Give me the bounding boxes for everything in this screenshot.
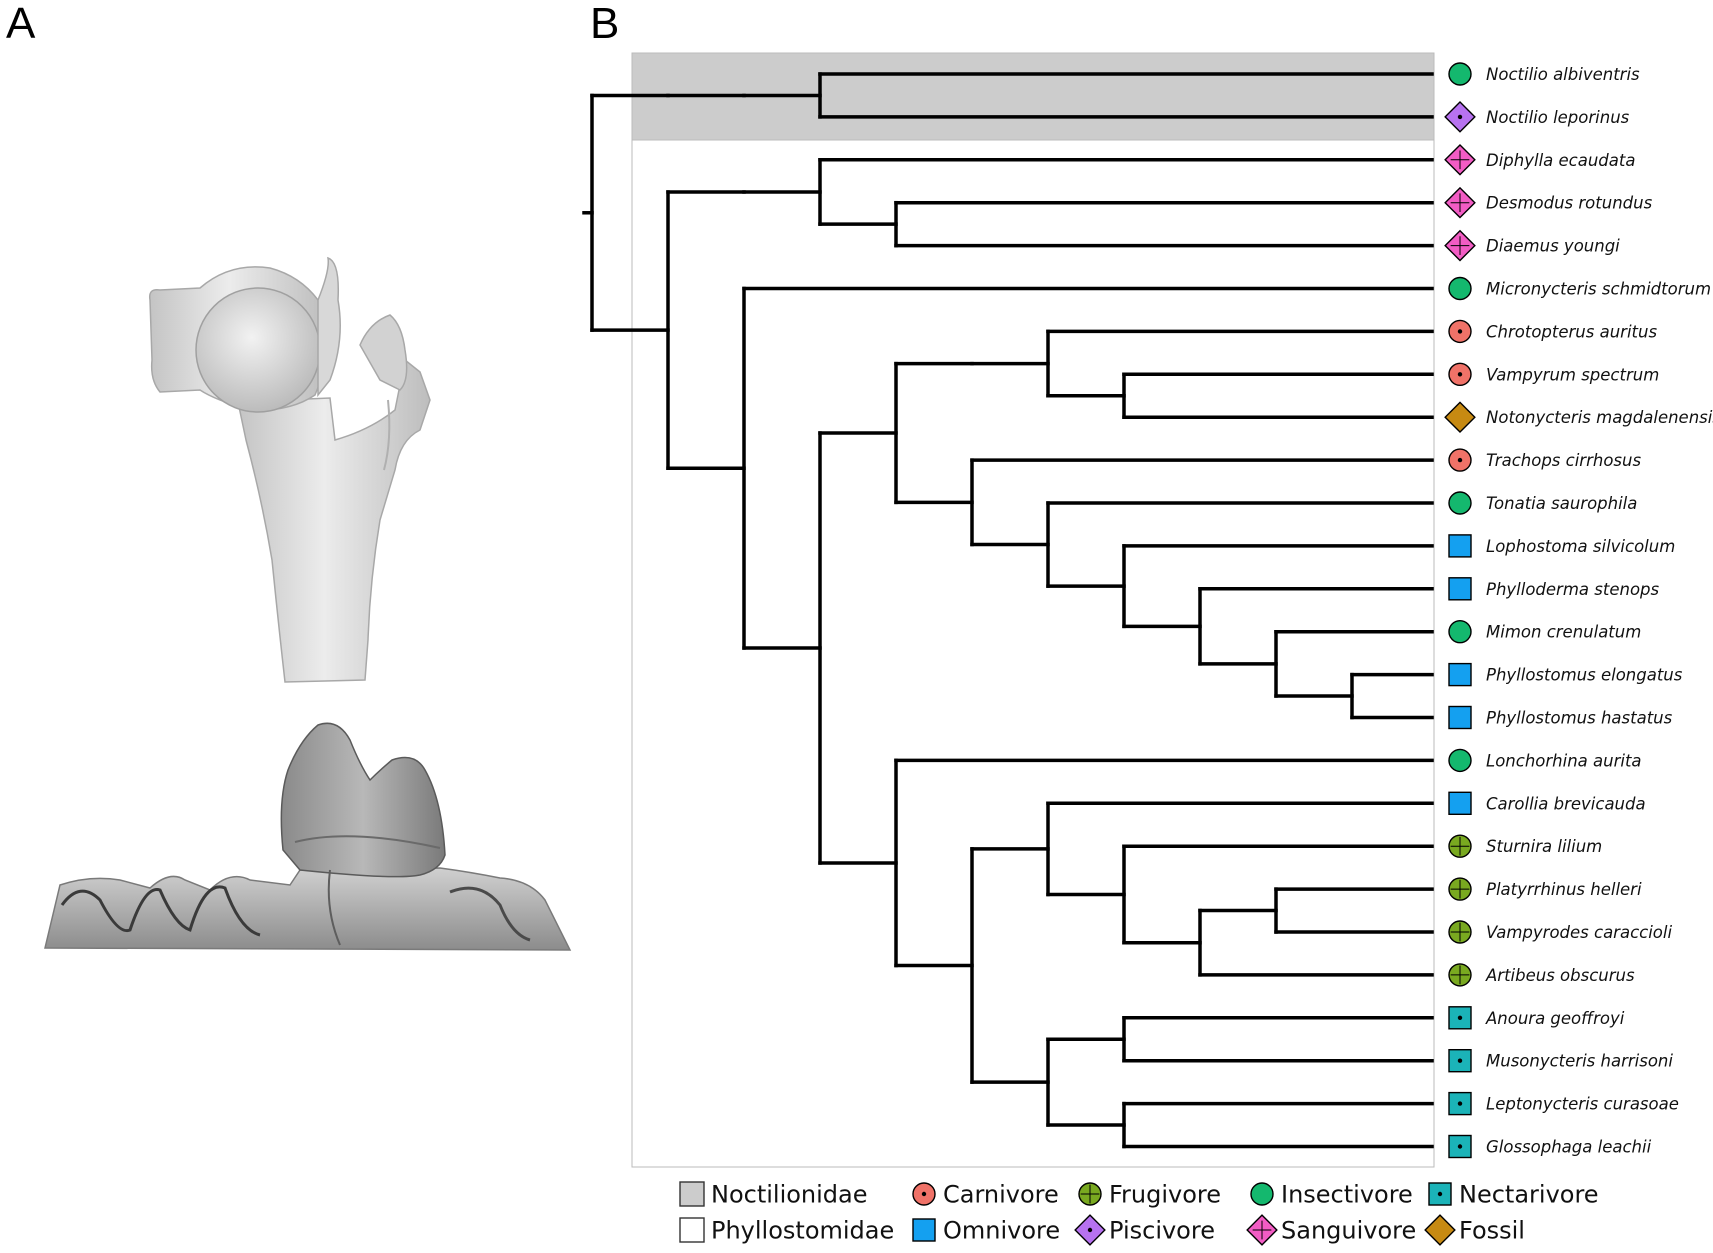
frugivore-marker-icon xyxy=(1448,877,1472,901)
insectivore-marker-icon xyxy=(1448,491,1472,515)
taxon-label-trachops-cirrhosus: Trachops cirrhosus xyxy=(1486,451,1641,470)
nectarivore-marker-icon xyxy=(1448,1048,1472,1073)
taxon-label-mimon-crenulatum: Mimon crenulatum xyxy=(1486,623,1641,642)
taxon-label-phyllostomus-elongatus: Phyllostomus elongatus xyxy=(1486,666,1683,685)
sanguivore-marker-icon xyxy=(1246,1214,1278,1246)
legend-label-sanguivore: Sanguivore xyxy=(1281,1217,1416,1245)
legend-label-frugivore: Frugivore xyxy=(1109,1181,1221,1209)
taxon-label-desmodus-rotundus: Desmodus rotundus xyxy=(1486,194,1653,213)
omnivore-marker-icon xyxy=(912,1218,936,1242)
frugivore-marker-icon xyxy=(1448,963,1472,987)
legend-label-fossil: Fossil xyxy=(1459,1217,1525,1245)
taxon-label-musonycteris-harrisoni: Musonycteris harrisoni xyxy=(1486,1052,1673,1071)
taxon-label-phyllostomus-hastatus: Phyllostomus hastatus xyxy=(1486,709,1673,728)
legend-label-noctilionidae: Noctilionidae xyxy=(711,1181,868,1209)
taxon-label-lophostoma-silvicolum: Lophostoma silvicolum xyxy=(1486,537,1675,556)
omnivore-marker-icon xyxy=(1448,534,1472,558)
taxon-label-vampyrodes-caraccioli: Vampyrodes caraccioli xyxy=(1486,923,1672,942)
omnivore-marker-icon xyxy=(1448,662,1472,687)
sanguivore-marker-icon xyxy=(1444,143,1476,176)
phylogenetic-tree xyxy=(582,72,1434,1149)
insectivore-marker-icon xyxy=(1448,276,1472,301)
taxon-label-noctilio-albiventris: Noctilio albiventris xyxy=(1486,65,1640,84)
taxon-label-chrotopterus-auritus: Chrotopterus auritus xyxy=(1486,322,1657,341)
taxon-label-anoura-geoffroyi: Anoura geoffroyi xyxy=(1485,1009,1625,1028)
piscivore-marker-icon xyxy=(1074,1214,1106,1246)
panel-label-b: B xyxy=(590,0,620,48)
nectarivore-marker-icon xyxy=(1448,1091,1472,1116)
insectivore-marker-icon xyxy=(1250,1182,1274,1206)
taxon-label-noctilio-leporinus: Noctilio leporinus xyxy=(1486,108,1630,127)
legend-item-sanguivore: Sanguivore xyxy=(1246,1214,1416,1246)
legend-label-insectivore: Insectivore xyxy=(1281,1181,1413,1209)
taxon-label-platyrrhinus-helleri: Platyrrhinus helleri xyxy=(1486,880,1642,899)
taxon-label-vampyrum-spectrum: Vampyrum spectrum xyxy=(1486,365,1659,384)
nectarivore-marker-icon xyxy=(1448,1134,1472,1159)
phyllostomidae-clade-box xyxy=(631,139,1435,1168)
legend-item-insectivore: Insectivore xyxy=(1250,1181,1413,1209)
carnivore-marker-icon xyxy=(1448,362,1472,386)
legend-item-nectarivore: Nectarivore xyxy=(1428,1181,1599,1209)
insectivore-marker-icon xyxy=(1448,748,1472,773)
omnivore-marker-icon xyxy=(1448,577,1472,601)
legend-label-nectarivore: Nectarivore xyxy=(1459,1181,1599,1209)
fossil-marker-icon xyxy=(1424,1214,1456,1246)
taxon-label-leptonycteris-curasoae: Leptonycteris curasoae xyxy=(1486,1095,1679,1114)
legend-label-carnivore: Carnivore xyxy=(943,1181,1059,1209)
omnivore-marker-icon xyxy=(1448,791,1472,815)
taxon-label-carollia-brevicauda: Carollia brevicauda xyxy=(1486,794,1646,813)
taxon-label-diphylla-ecaudata: Diphylla ecaudata xyxy=(1486,151,1635,170)
panel-label-a: A xyxy=(6,0,36,48)
legend-label-phyllostomidae: Phyllostomidae xyxy=(711,1217,894,1245)
legend-item-frugivore: Frugivore xyxy=(1078,1181,1221,1209)
carnivore-marker-icon xyxy=(1448,319,1472,344)
legend-label-omnivore: Omnivore xyxy=(943,1217,1060,1245)
frugivore-marker-icon xyxy=(1078,1182,1102,1206)
legend: Noctilionidae Carnivore Frugivore Insectivo… xyxy=(679,1181,1599,1246)
omnivore-marker-icon xyxy=(1448,705,1472,730)
legend-item-piscivore: Piscivore xyxy=(1074,1214,1215,1246)
taxon-label-notonycteris-magdalenensis: Notonycteris magdalenensis xyxy=(1486,408,1713,427)
piscivore-marker-icon xyxy=(1444,101,1476,133)
sanguivore-marker-icon xyxy=(1444,229,1476,262)
legend-label-piscivore: Piscivore xyxy=(1109,1217,1215,1245)
insectivore-marker-icon xyxy=(1448,620,1472,644)
nectarivore-marker-icon xyxy=(1428,1182,1452,1206)
frugivore-marker-icon xyxy=(1448,834,1472,858)
taxon-label-artibeus-obscurus: Artibeus obscurus xyxy=(1485,966,1635,985)
fossil-marker-icon xyxy=(1444,401,1476,434)
carnivore-marker-icon xyxy=(912,1182,936,1206)
tip-markers xyxy=(1444,62,1476,1159)
taxon-label-glossophaga-leachii: Glossophaga leachii xyxy=(1486,1138,1652,1157)
carnivore-marker-icon xyxy=(1448,448,1472,472)
legend-item-noctilionidae: Noctilionidae xyxy=(679,1181,868,1209)
taxon-label-tonatia-saurophila: Tonatia saurophila xyxy=(1486,494,1637,513)
legend-item-phyllostomidae: Phyllostomidae xyxy=(679,1217,894,1245)
taxon-label-sturnira-lilium: Sturnira lilium xyxy=(1486,837,1602,856)
nectarivore-marker-icon xyxy=(1448,1006,1472,1030)
phyllostomidae-swatch-icon xyxy=(679,1217,705,1243)
taxon-label-lonchorhina-aurita: Lonchorhina aurita xyxy=(1486,751,1642,770)
insectivore-marker-icon xyxy=(1448,62,1472,86)
legend-item-omnivore: Omnivore xyxy=(912,1217,1060,1245)
taxon-label-phylloderma-stenops: Phylloderma stenops xyxy=(1486,580,1660,599)
legend-item-carnivore: Carnivore xyxy=(912,1181,1059,1209)
bone-3d-render xyxy=(148,256,431,683)
taxon-label-diaemus-youngi: Diaemus youngi xyxy=(1486,237,1620,256)
taxon-label-micronycteris-schmidtorum: Micronycteris schmidtorum xyxy=(1486,280,1711,299)
jaw-3d-render xyxy=(44,722,572,951)
frugivore-marker-icon xyxy=(1448,920,1472,944)
noctilionidae-swatch-icon xyxy=(679,1181,705,1207)
legend-item-fossil: Fossil xyxy=(1424,1214,1525,1246)
sanguivore-marker-icon xyxy=(1444,186,1476,219)
